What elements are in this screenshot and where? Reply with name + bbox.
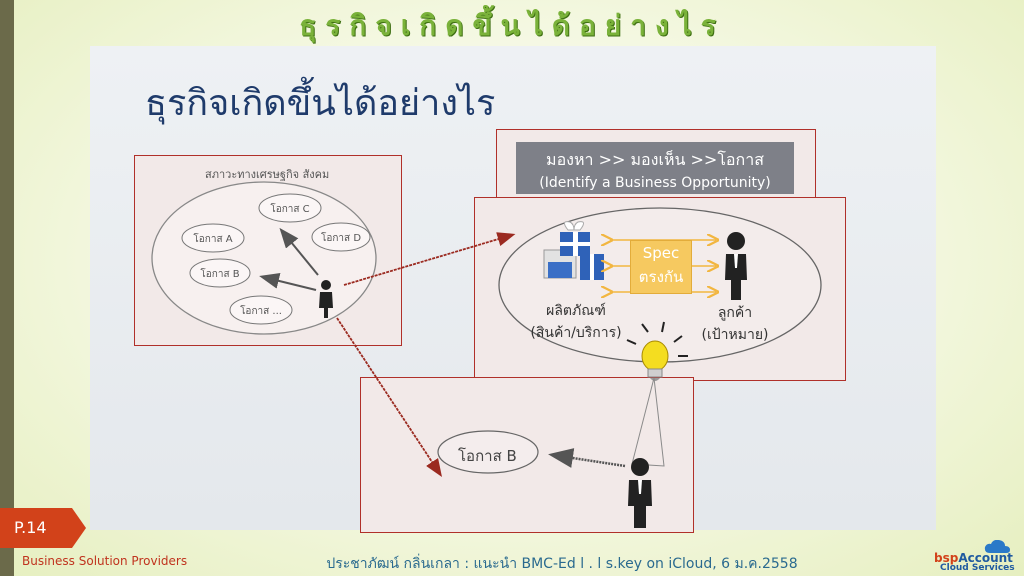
opp-d-ellipse	[311, 222, 371, 252]
spec-match-box: Spec ตรงกัน	[630, 240, 692, 294]
opportunity-b-small-label: โอกาส B	[200, 269, 240, 280]
bsp-account-logo: bspAccount Cloud Services	[934, 540, 1018, 574]
opportunity-b-label: โอกาส B	[458, 447, 517, 465]
spec-line-2: ตรงกัน	[638, 268, 684, 286]
logo-text: bspAccount	[934, 551, 1013, 565]
economy-label: สภาวะทางเศรษฐกิจ สังคม	[205, 168, 330, 181]
footer-company: Business Solution Providers	[22, 554, 188, 568]
slide-header-title: ธุรกิจเกิดขึ้นได้อย่างไร	[299, 9, 725, 42]
person-icon-large	[628, 458, 652, 528]
person-icon-small	[319, 280, 333, 318]
inner-title: ธุรกิจเกิดขึ้นได้อย่างไร	[145, 83, 496, 124]
product-line-2: (สินค้า/บริการ)	[530, 325, 622, 341]
logo-account: Account	[958, 551, 1013, 565]
customer-line-1: ลูกค้า	[717, 305, 753, 321]
product-label: ผลิตภัณฑ์ (สินค้า/บริการ)	[526, 300, 626, 344]
left-accent-bar	[0, 0, 14, 576]
opportunity-c-label: โอกาส C	[270, 204, 310, 215]
gift-box-icon	[543, 221, 604, 280]
logo-bsp: bsp	[934, 551, 959, 565]
customer-label: ลูกค้า (เป้าหมาย)	[692, 302, 778, 346]
opportunity-b-ellipse	[437, 430, 539, 474]
spec-line-1: Spec	[642, 244, 680, 262]
light-bulb-icon	[626, 321, 688, 381]
banner-line-1: มองหา >> มองเห็น >>โอกาส	[546, 150, 764, 169]
opp-c-ellipse	[258, 193, 322, 223]
opp-more-ellipse	[229, 295, 293, 325]
customer-line-2: (เป้าหมาย)	[701, 327, 769, 343]
cloud-icon	[984, 540, 1010, 553]
product-line-1: ผลิตภัณฑ์	[546, 303, 606, 319]
opportunity-d-label: โอกาส D	[320, 233, 362, 244]
opportunity-banner: มองหา >> มองเห็น >>โอกาส (Identify a Bus…	[516, 142, 794, 194]
footer-caption: ประชาภัฒน์ กลิ่นเกลา : แนะนำ BMC-Ed l . …	[326, 556, 798, 572]
opportunity-more-label: โอกาส ...	[240, 306, 282, 317]
opp-b-small-ellipse	[189, 258, 251, 288]
logo-cloud-services: Cloud Services	[940, 563, 1015, 573]
opportunity-a-label: โอกาส A	[193, 234, 233, 245]
opp-a-ellipse	[181, 223, 245, 253]
page-number-tab: P.14	[0, 508, 86, 548]
customer-person-icon	[725, 232, 747, 300]
page-number: P.14	[14, 518, 47, 537]
banner-line-2: (Identify a Business Opportunity)	[539, 175, 771, 191]
